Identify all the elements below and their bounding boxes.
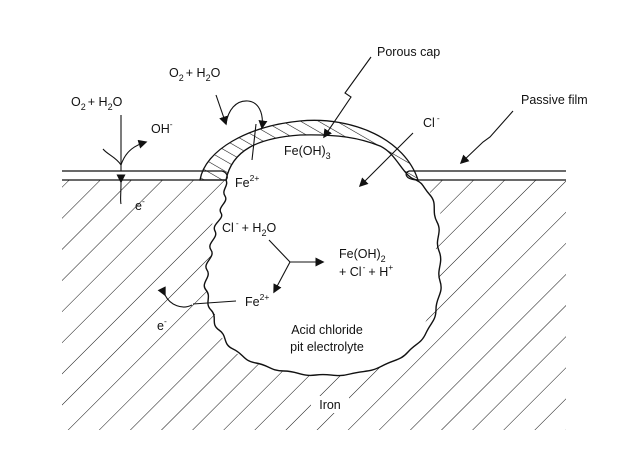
fork-up — [268, 239, 291, 263]
arrow-electron-curve — [157, 286, 193, 308]
label-cl-h2o: Cl-+ H2O — [222, 218, 276, 238]
arrow-fe-up-stem — [251, 123, 257, 161]
label-iron-bg — [311, 396, 349, 413]
label-passive-film: Passive film — [521, 93, 588, 107]
label-oh: OH- — [151, 119, 173, 136]
label-iron: Iron — [319, 398, 341, 412]
fork-down — [273, 261, 291, 294]
passive-film — [62, 170, 566, 181]
arrows — [102, 56, 514, 308]
arrow-oh-out — [120, 139, 148, 166]
pit-outline — [203, 179, 442, 377]
arrow-fe-line — [192, 300, 237, 305]
label-feoh2: Fe(OH)2 — [339, 247, 386, 264]
label-electron-left: e- — [135, 196, 145, 213]
label-acid-line1: Acid chloride — [291, 323, 363, 337]
label-o2-h2o-left: O2+ H2O — [71, 95, 123, 112]
label-acid-line2: pit electrolyte — [290, 340, 364, 354]
label-electron-inner: e- — [157, 316, 167, 333]
label-porous-cap: Porous cap — [377, 45, 440, 59]
arrow-passive-film — [459, 110, 514, 165]
iron-region — [62, 180, 566, 430]
arrow-fork-left — [102, 148, 122, 166]
label-cl-top: Cl- — [423, 113, 440, 130]
text-labels: O2+ H2O OH- e- O2+ H2O Porous cap Passiv… — [71, 45, 588, 413]
label-fe2-top: Fe2+ — [235, 173, 259, 190]
arrow-o2-reaction-curve — [225, 100, 268, 130]
label-fe2-inner: Fe2+ — [245, 292, 269, 309]
arrow-o2-cap — [215, 94, 228, 126]
arrow-porous-cap — [323, 56, 372, 139]
arrow-cl-inward — [358, 132, 414, 188]
label-cl-h-ions: + Cl-+ H+ — [339, 262, 393, 279]
label-feoh3: Fe(OH)3 — [284, 144, 331, 161]
label-o2-h2o-top: O2+ H2O — [169, 66, 221, 83]
